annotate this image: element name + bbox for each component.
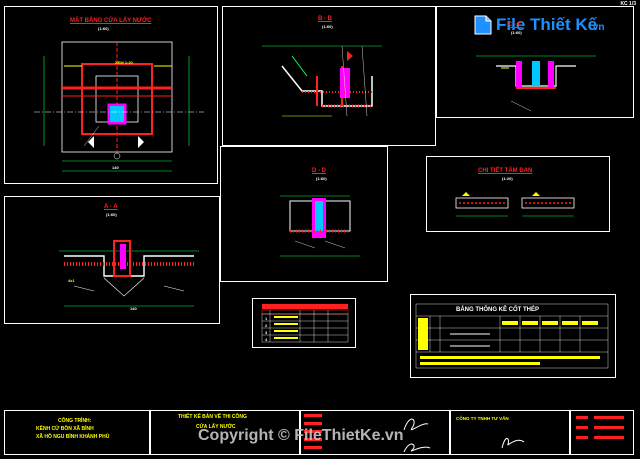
number-cell-fill: [576, 416, 624, 439]
section-dd-title: D - D: [312, 168, 326, 174]
logo-text: File Thiết Kế: [496, 15, 598, 34]
brand-logo: File Thiết Kế .vn: [472, 14, 612, 40]
volume-row-2: 2: [265, 323, 268, 328]
file-icon: [474, 15, 492, 35]
volume-row-1: 1: [265, 316, 268, 321]
section-bb-frame: [222, 6, 436, 146]
section-aa-title: A - A: [104, 204, 118, 210]
title-block-signature-cell: [300, 410, 450, 455]
rebar-table: [415, 303, 609, 369]
slab-detail-frame: [426, 156, 610, 232]
title-block-drawing-cell: [150, 410, 300, 455]
plan-view-title: MẶT BẰNG CỬA LẤY NƯỚC: [70, 18, 152, 24]
company-name: CÔNG TY TNHH TƯ VẤN: [456, 416, 509, 421]
volume-row-3: 3: [265, 330, 268, 335]
section-aa-dim1: 4x1: [68, 278, 75, 283]
plan-view-drawing: [34, 41, 204, 172]
section-dd-frame: [220, 146, 388, 282]
plan-callout: XEM 1:20: [115, 60, 133, 65]
title-block-owner-cell: [4, 410, 150, 455]
section-bb-drawing: [262, 45, 382, 117]
section-aa-dim2: 140: [130, 306, 137, 311]
section-bb-title: B - B: [318, 16, 332, 22]
slab-detail-title: CHI TIẾT TẤM ĐAN: [478, 168, 533, 174]
rebar-table-title: BẢNG THỐNG KÊ CỐT THÉP: [456, 307, 540, 313]
slab-detail-drawing: [455, 192, 575, 217]
title-block-company-cell: [450, 410, 570, 455]
section-bb-scale: (1:60): [322, 24, 333, 29]
section-cc-drawing: [476, 55, 596, 112]
logo-domain: .vn: [590, 22, 605, 33]
signature-drawing: [304, 414, 431, 453]
drawing-name: CỬA LẤY NƯỚC: [196, 424, 236, 430]
rebar-table-frame: [410, 294, 616, 378]
plan-view-frame: [4, 6, 218, 184]
volume-table: [261, 304, 349, 343]
project-label: CÔNG TRÌNH:: [58, 418, 92, 424]
plan-dimension: 140: [112, 165, 119, 170]
section-aa-frame: [4, 196, 220, 324]
section-cc-scale: (1:60): [511, 30, 522, 35]
plan-view-scale: (1:60): [98, 26, 109, 31]
project-line-1: KÊNH CỬ BỒN XÃ BÌNH: [36, 426, 94, 432]
design-stage: THIẾT KẾ BẢN VẼ THI CÔNG: [178, 414, 247, 420]
company-signature: [501, 438, 525, 449]
section-aa-drawing: [59, 240, 199, 307]
volume-table-frame: [252, 298, 356, 348]
section-cc-title: C - C: [508, 22, 522, 28]
title-block-number-cell: [570, 410, 634, 455]
copyright-watermark: Copyright © FileThietKe.vn: [198, 427, 404, 444]
volume-row-4: 4: [265, 337, 268, 342]
sheet-code: KC 1/3: [620, 1, 636, 7]
slab-detail-scale: (1:20): [502, 176, 513, 181]
section-aa-scale: (1:60): [106, 212, 117, 217]
section-cc-frame: [436, 6, 634, 118]
section-dd-drawing: [280, 195, 360, 257]
project-line-2: XÃ HỒ NGU BÌNH KHÁNH PHÚ: [36, 434, 110, 440]
section-dd-scale: (1:60): [316, 176, 327, 181]
